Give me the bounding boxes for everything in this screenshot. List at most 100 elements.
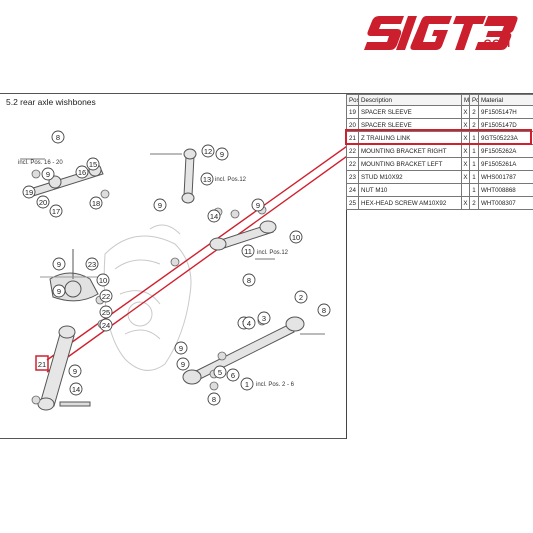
callout: 12 <box>201 144 215 158</box>
svg-text:4: 4 <box>247 319 251 328</box>
callout: 24 <box>99 318 113 332</box>
callout: 9 <box>52 284 66 298</box>
callout: 4 <box>242 316 256 330</box>
callout: 9 <box>153 198 167 212</box>
svg-text:16: 16 <box>78 168 86 177</box>
svg-text:8: 8 <box>322 306 326 315</box>
svg-text:6: 6 <box>231 371 235 380</box>
callout: 6 <box>226 368 240 382</box>
leader-line-2 <box>46 156 346 373</box>
callout: 14 <box>69 382 83 396</box>
svg-text:9: 9 <box>256 201 260 210</box>
svg-text:12: 12 <box>204 147 212 156</box>
middle-wishbone <box>209 220 277 260</box>
callout: 1 <box>240 377 254 391</box>
svg-text:19: 19 <box>25 188 33 197</box>
note-left: incl. Pos. 16 - 20 <box>18 160 63 166</box>
svg-text:10: 10 <box>99 276 107 285</box>
callout: 14 <box>207 209 221 223</box>
svg-text:3: 3 <box>262 314 266 323</box>
note-middle: incl. Pos.12 <box>257 250 289 256</box>
callout: 25 <box>99 305 113 319</box>
svg-text:18: 18 <box>92 199 100 208</box>
callout: 9 <box>215 147 229 161</box>
svg-text:11: 11 <box>244 247 252 256</box>
callout: 8 <box>317 303 331 317</box>
header-m: M <box>461 94 470 106</box>
callout: 18 <box>89 196 103 210</box>
svg-text:8: 8 <box>212 395 216 404</box>
svg-text:14: 14 <box>72 385 80 394</box>
brand-logo <box>364 16 518 50</box>
callout: 23 <box>85 257 99 271</box>
svg-text:17: 17 <box>52 207 60 216</box>
table-header-row: Pos. Description M Pc. Material <box>346 94 533 106</box>
callout: 13 <box>200 172 214 186</box>
header-description: Description <box>358 94 462 106</box>
svg-text:2: 2 <box>299 293 303 302</box>
note-lower: incl. Pos. 2 - 6 <box>256 382 295 388</box>
svg-text:9: 9 <box>181 360 185 369</box>
callout: 9 <box>176 357 190 371</box>
svg-text:9: 9 <box>158 201 162 210</box>
svg-text:9: 9 <box>57 287 61 296</box>
section-title: 5.2 rear axle wishbones <box>6 97 96 107</box>
highlighted-row-frame <box>345 129 532 145</box>
svg-text:8: 8 <box>247 276 251 285</box>
brand-domain: .COM <box>480 38 511 50</box>
callout: 11 <box>241 244 255 258</box>
callout: 5 <box>213 365 227 379</box>
header-divider <box>0 93 533 94</box>
svg-text:9: 9 <box>46 170 50 179</box>
callout-21-label: 21 <box>38 360 46 369</box>
svg-text:25: 25 <box>102 308 110 317</box>
svg-text:9: 9 <box>73 367 77 376</box>
svg-text:9: 9 <box>179 344 183 353</box>
callout: 10 <box>289 230 303 244</box>
callout: 9 <box>68 364 82 378</box>
svg-text:20: 20 <box>39 198 47 207</box>
note-upper: incl. Pos.12 <box>215 177 247 183</box>
svg-text:24: 24 <box>102 321 110 330</box>
table-divider <box>346 94 347 439</box>
callout: 10 <box>96 273 110 287</box>
callout-21-highlight <box>35 355 49 371</box>
parts-table: Pos. Description M Pc. Material 19SPACER… <box>346 94 533 210</box>
leader-line <box>46 145 346 361</box>
callout: 9 <box>52 257 66 271</box>
callout: 3 <box>257 311 271 325</box>
callout: 20 <box>36 195 50 209</box>
callout: 15 <box>86 157 100 171</box>
callout: 17 <box>49 204 63 218</box>
svg-text:23: 23 <box>88 260 96 269</box>
callout: 2 <box>294 290 308 304</box>
svg-text:9: 9 <box>57 260 61 269</box>
header-pc: Pc. <box>469 94 479 106</box>
header-material: Material <box>478 94 533 106</box>
diagram-bottom-divider <box>0 438 346 439</box>
mounting-bracket <box>40 249 100 302</box>
callout: 8 <box>242 273 256 287</box>
svg-text:1: 1 <box>245 380 249 389</box>
callout: 16 <box>75 165 89 179</box>
parts-diagram: 8 9 12 9 15 16 17 18 19 20 13 9 14 9 11 … <box>18 130 346 411</box>
callout: 8 <box>51 130 65 144</box>
svg-text:9: 9 <box>220 150 224 159</box>
callout: 8 <box>207 392 221 406</box>
svg-text:22: 22 <box>102 292 110 301</box>
svg-text:14: 14 <box>210 212 218 221</box>
svg-text:8: 8 <box>56 133 60 142</box>
svg-text:15: 15 <box>89 160 97 169</box>
upper-vertical-link <box>150 148 197 204</box>
callout: 19 <box>22 185 36 199</box>
svg-text:13: 13 <box>203 175 211 184</box>
callouts: 8 9 12 9 15 16 17 18 19 20 13 9 14 9 11 … <box>22 130 331 406</box>
header-pos: Pos. <box>346 94 359 106</box>
callout: 22 <box>99 289 113 303</box>
callout: 9 <box>41 167 55 181</box>
svg-text:10: 10 <box>292 233 300 242</box>
